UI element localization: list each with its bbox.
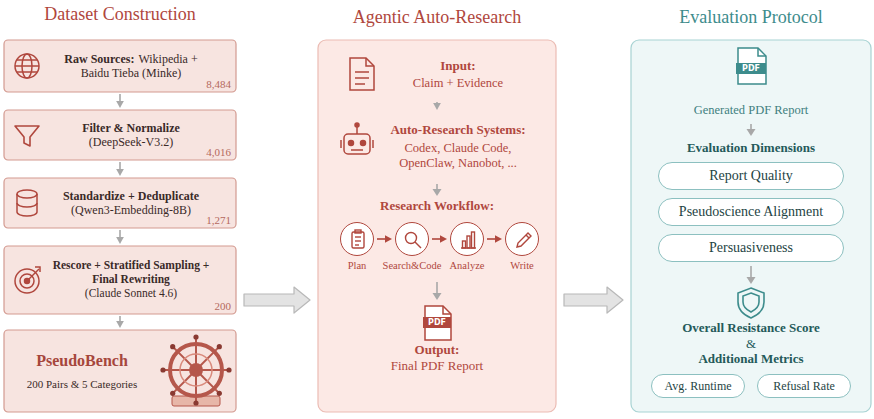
arrow-head (433, 103, 441, 110)
text-area: Output:Final PDF Report (387, 342, 487, 375)
output-title: Output: (415, 342, 460, 358)
text-area: Standardize + Deduplicate(Qwen3-Embeddin… (52, 178, 210, 228)
icon-label: PDF (736, 63, 766, 74)
icon-label: PDF (423, 317, 451, 328)
row-title: Input: (440, 58, 475, 74)
text-line: Raw Sources:Wikipedia + Baidu Tieba (Min… (52, 52, 210, 81)
output-detail: Final PDF Report (391, 358, 483, 374)
count-number: 1,271 (206, 214, 231, 226)
row-detail: Claim + Evidence (413, 76, 503, 92)
step-detail: (Qwen3-Embedding-8B) (71, 203, 191, 217)
workflow-step: Write (505, 222, 539, 256)
block-arrow (564, 287, 623, 313)
section-label: Additional Metrics (631, 351, 871, 367)
arrow-head (440, 235, 447, 243)
arrow-head (385, 235, 392, 243)
arrow-head (116, 321, 124, 328)
pill-text: Avg. Runtime (664, 379, 731, 394)
column-heading: Dataset Construction (0, 4, 240, 25)
text-area: Raw Sources:Wikipedia + Baidu Tieba (Min… (52, 40, 210, 92)
count-number: 200 (215, 300, 232, 312)
metric-pill: Pseudoscience Alignment (658, 198, 844, 226)
section-label: Evaluation Dimensions (631, 140, 871, 156)
process-box: Generated PDF ReportPDF (681, 46, 821, 122)
text-area: Input: Claim + Evidence (378, 50, 538, 100)
metric-pill: Refusal Rate (757, 374, 851, 398)
process-box: Standardize + Deduplicate(Qwen3-Embeddin… (4, 178, 236, 228)
panel-heading: Agentic Auto-Research (318, 7, 556, 28)
connector (116, 94, 124, 108)
section-label: & (631, 336, 871, 352)
block-arrow (244, 287, 310, 313)
metric-pill: Avg. Runtime (651, 374, 745, 398)
connector-line (119, 230, 121, 237)
process-box: Input: Claim + Evidence (336, 50, 538, 100)
connector-line (487, 238, 495, 240)
step-label: Analyze (427, 260, 507, 271)
connector-line (119, 316, 121, 321)
metric-pill: Persuasiveness (658, 234, 844, 262)
process-box: Auto-Research Systems: Codex, Claude Code… (336, 112, 538, 182)
pill-text: Pseudoscience Alignment (679, 204, 823, 220)
pill-text: Refusal Rate (773, 379, 835, 394)
step-icon (451, 223, 482, 254)
pill-text: Report Quality (709, 168, 793, 184)
connector (116, 162, 124, 176)
connector-line (432, 238, 440, 240)
step-label: Write (482, 260, 562, 271)
text-area: Filter & Normalize(DeepSeek-V3.2) (52, 110, 210, 160)
process-box: Filter & Normalize(DeepSeek-V3.2)4,016 (4, 110, 236, 160)
step-icon (396, 223, 427, 254)
report-label: Generated PDF Report (671, 103, 831, 118)
text-area: Auto-Research Systems: Codex, Claude Code… (378, 112, 538, 182)
count-number: 8,484 (206, 78, 231, 90)
connector (487, 235, 502, 243)
process-box: PseudoBench 200 Pairs & 5 Categories (4, 330, 236, 412)
arrow-head (116, 237, 124, 244)
workflow-step: Plan (340, 222, 374, 256)
step-icon (341, 223, 372, 254)
connector (432, 235, 447, 243)
connector-line (119, 94, 121, 101)
process-box: Raw Sources:Wikipedia + Baidu Tieba (Min… (4, 40, 236, 92)
process-box: Output:Final PDF Report PDF (387, 304, 487, 376)
step-detail: (DeepSeek-V3.2) (89, 135, 173, 149)
connector (116, 316, 124, 328)
arrow-head (116, 169, 124, 176)
connector-line (119, 162, 121, 169)
connector (116, 230, 124, 244)
step-label: Search&Code (372, 260, 452, 271)
metric-pill: Report Quality (658, 162, 844, 190)
connector (244, 287, 310, 313)
text-area: PseudoBench 200 Pairs & 5 Categories (12, 330, 152, 412)
connector (433, 102, 441, 110)
panel-heading: Evaluation Protocol (631, 7, 871, 28)
arrow-head (116, 101, 124, 108)
section-label: Overall Resistance Score (631, 320, 871, 336)
count-number: 4,016 (206, 146, 231, 158)
workflow-step: Search&Code (395, 222, 429, 256)
step-title: Raw Sources: (64, 52, 134, 66)
row-title: Auto-Research Systems: (390, 122, 525, 138)
pill-text: Persuasiveness (709, 240, 793, 256)
connector-line (377, 238, 385, 240)
stage-panel: Agentic Auto-ResearchInput:Claim + Evide… (318, 40, 556, 412)
text-area: Rescore + Stratified Sampling + Final Re… (52, 246, 210, 314)
process-box: Rescore + Stratified Sampling + Final Re… (4, 246, 236, 314)
row-detail: Codex, Claude Code, OpenClaw, Nanobot, .… (378, 141, 538, 172)
step-title: Standardize + Deduplicate (63, 189, 199, 203)
bench-title: PseudoBench (36, 352, 128, 370)
connector (564, 287, 623, 313)
section-label: Research Workflow: (318, 198, 556, 214)
step-title: Filter & Normalize (82, 121, 180, 135)
step-detail: (Claude Sonnet 4.6) (85, 287, 177, 301)
connector-line (436, 102, 438, 103)
stage-panel: Evaluation ProtocolGenerated PDF ReportP… (631, 40, 871, 412)
workflow-step: Analyze (450, 222, 484, 256)
step-title: Rescore + Stratified Sampling + Final Re… (52, 259, 210, 287)
bench-detail: 200 Pairs & 5 Categories (27, 378, 138, 390)
connector (377, 235, 392, 243)
arrow-head (495, 235, 502, 243)
step-icon (506, 223, 537, 254)
